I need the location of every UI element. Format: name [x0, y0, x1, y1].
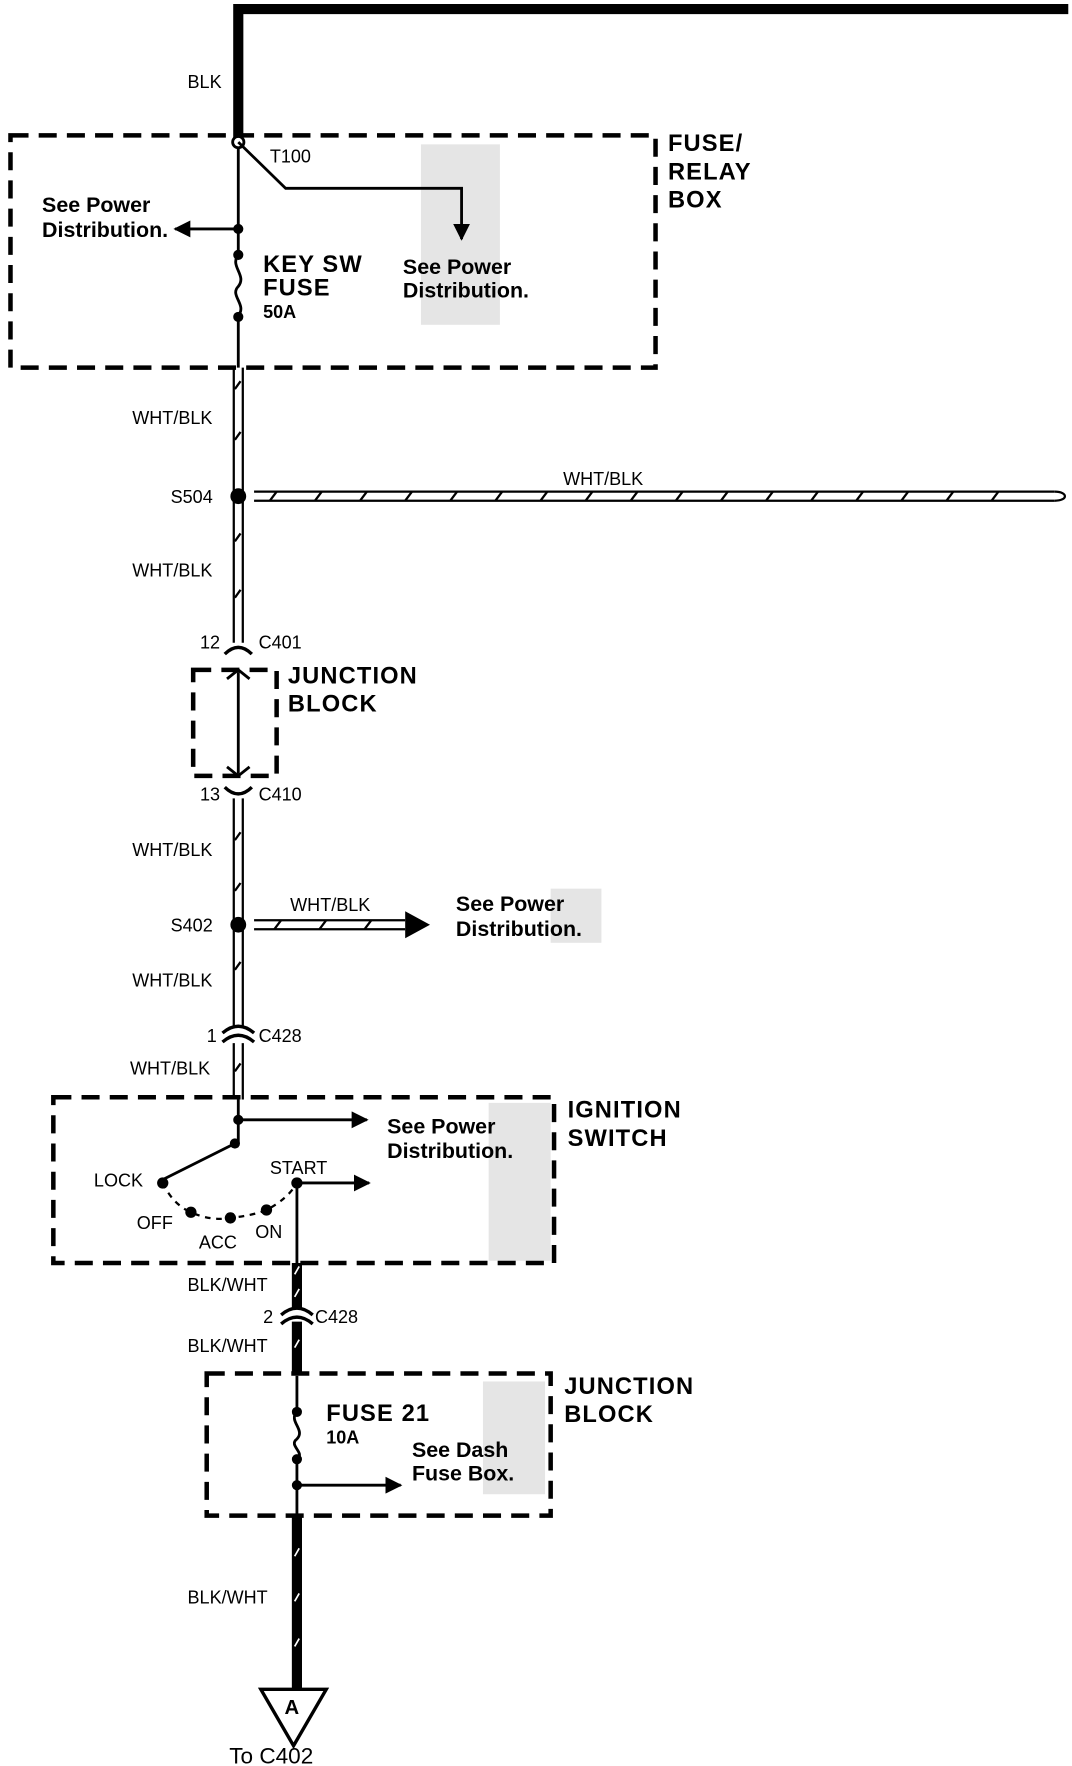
wire-label-top: BLK [188, 72, 222, 92]
key-sw-fuse-rating: 50A [263, 302, 296, 322]
fuse-relay-box-label-3: BOX [668, 187, 723, 213]
see-power-s402-1: See Power [456, 892, 564, 916]
see-power-s402-2: Distribution. [456, 917, 582, 941]
label-acc: ACC [199, 1232, 237, 1252]
connector-a-symbol [257, 1687, 330, 1750]
fuse-relay-box [8, 133, 658, 370]
wire-label-w3: WHT/BLK [132, 840, 212, 860]
c410-label: C410 [259, 785, 302, 805]
junction-block-2-label-1: JUNCTION [564, 1374, 694, 1400]
shade-regions [420, 144, 602, 1495]
junction-block-1-label-2: BLOCK [288, 692, 378, 718]
fuse-relay-box-label-2: RELAY [668, 159, 752, 185]
see-dash-fuse-1: See Dash [412, 1438, 508, 1462]
splice-s402-label: S402 [171, 915, 213, 935]
wire-label-branch-s504: WHT/BLK [563, 469, 643, 489]
splice-s402 [230, 916, 247, 933]
c410-pin: 13 [200, 785, 220, 805]
key-sw-fuse-symbol [234, 253, 243, 317]
junction-block-2-label-2: BLOCK [564, 1402, 654, 1428]
fuse-21-rating: 10A [326, 1427, 359, 1447]
wire-label-w5: WHT/BLK [130, 1059, 210, 1079]
ignition-switch-label-1: IGNITION [568, 1098, 682, 1124]
branch-s504-wire [254, 490, 1067, 502]
see-power-ignition-1: See Power [387, 1114, 495, 1138]
see-power-left-2: Distribution. [42, 218, 168, 242]
c428-b-pin: 2 [263, 1307, 273, 1327]
ignition-switch [51, 1095, 557, 1266]
switch-pos-on [260, 1204, 273, 1216]
wht-blk-trunk [232, 367, 244, 1100]
fuse-relay-box-label-1: FUSE/ [668, 131, 743, 157]
splice-s504-label: S504 [171, 487, 213, 507]
wire-label-w4: WHT/BLK [132, 971, 212, 991]
key-sw-fuse-label-2: FUSE [263, 275, 331, 301]
label-off: OFF [137, 1213, 173, 1233]
to-c402-label: To C402 [229, 1744, 313, 1766]
fuse-21-label: FUSE 21 [326, 1401, 430, 1427]
ignition-switch-lever [162, 1142, 236, 1181]
see-power-right-1: See Power [403, 255, 511, 279]
blk-wht-wire [291, 1263, 302, 1690]
splice-s504 [230, 488, 247, 505]
connector-c410 [223, 785, 254, 796]
junction-block-1-label-1: JUNCTION [288, 663, 418, 689]
see-power-right-2: Distribution. [403, 279, 529, 303]
see-power-left-1: See Power [42, 193, 150, 217]
switch-pos-off [185, 1206, 197, 1218]
terminal-t100-label: T100 [270, 146, 311, 166]
connector-a-letter: A [285, 1697, 300, 1719]
wire-label-b2: BLK/WHT [188, 1336, 268, 1356]
junction-block-2 [204, 1371, 553, 1518]
wire-label-b1: BLK/WHT [188, 1275, 268, 1295]
c428-a-pin: 1 [207, 1026, 217, 1046]
c401-pin: 12 [200, 632, 220, 652]
connector-c428-a [221, 1024, 256, 1044]
connector-c428-b [280, 1306, 314, 1326]
connector-c401 [223, 645, 254, 656]
see-power-ignition-2: Distribution. [387, 1139, 513, 1163]
see-dash-fuse-2: Fuse Box. [412, 1462, 514, 1486]
c401-label: C401 [259, 632, 302, 652]
ignition-switch-label-2: SWITCH [568, 1126, 668, 1152]
c428-a-label: C428 [259, 1026, 302, 1046]
wire-label-w2: WHT/BLK [132, 560, 212, 580]
junction-block-1 [190, 667, 279, 779]
wire-label-b3: BLK/WHT [188, 1588, 268, 1608]
c428-b-label: C428 [315, 1307, 358, 1327]
wire-label-branch-s402: WHT/BLK [290, 895, 370, 915]
wire-label-w1: WHT/BLK [132, 408, 212, 428]
label-start: START [270, 1158, 327, 1178]
label-on: ON [255, 1222, 282, 1242]
top-blk-wire [233, 3, 1069, 140]
key-sw-fuse-label-1: KEY SW [263, 252, 363, 278]
fuse-21-symbol [292, 1410, 301, 1461]
label-lock: LOCK [94, 1170, 143, 1190]
branch-s402-wire [254, 911, 430, 939]
